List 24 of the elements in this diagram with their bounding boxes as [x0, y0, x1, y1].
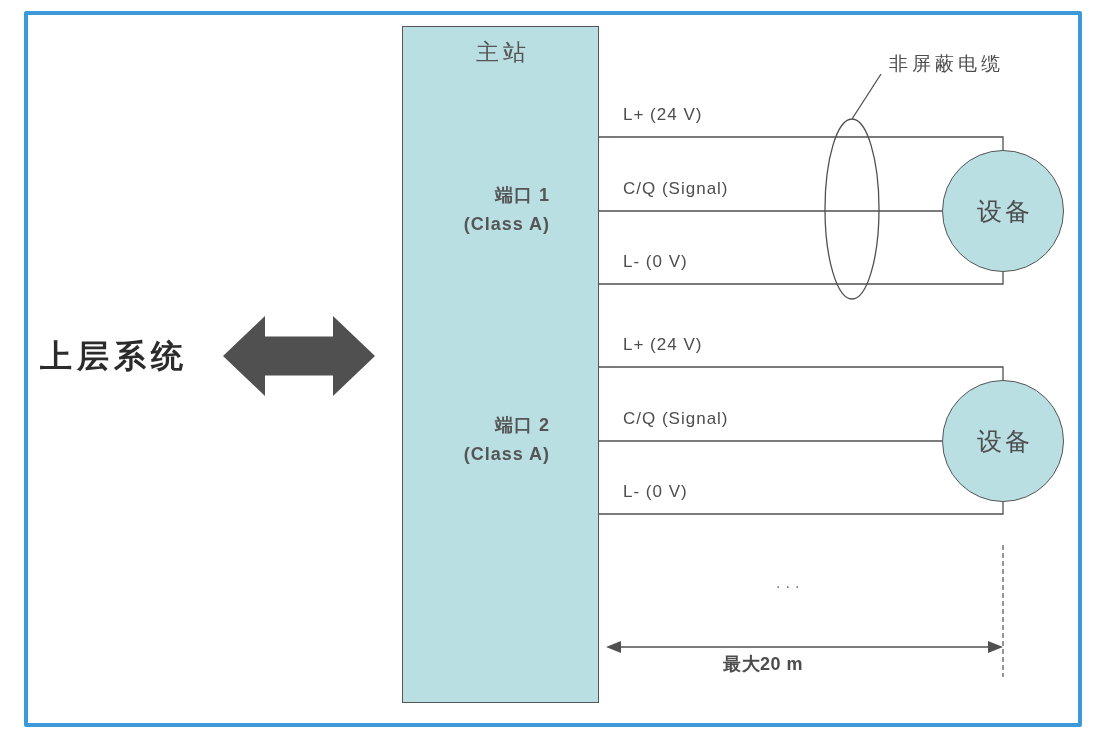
cable-label: 非屏蔽电缆: [889, 50, 1004, 78]
wire-label: L+ (24 V): [623, 334, 703, 356]
wire: [598, 271, 1004, 285]
device-circle: 设备: [942, 380, 1064, 502]
wire: [598, 440, 943, 442]
wire: [598, 210, 943, 212]
master-box: [402, 26, 599, 703]
port-label: 端口 1 (Class A): [462, 184, 550, 236]
wire: [598, 136, 1004, 151]
wire-label: L- (0 V): [623, 481, 688, 503]
wire-label: C/Q (Signal): [623, 178, 729, 200]
wire-label: L+ (24 V): [623, 104, 703, 126]
box-title: 主站: [474, 38, 530, 67]
dimension-label: 最大20 m: [723, 653, 804, 676]
ellipsis-label: ...: [776, 573, 805, 593]
wire: [598, 501, 1004, 515]
callout-ring: [824, 73, 882, 300]
port-label: 端口 2 (Class A): [462, 414, 550, 466]
wire-label: L- (0 V): [623, 251, 688, 273]
system-label: 上层系统: [40, 336, 188, 376]
device-circle: 设备: [942, 150, 1064, 272]
wire-label: C/Q (Signal): [623, 408, 729, 430]
wire: [598, 366, 1004, 381]
block-arrow: [223, 316, 375, 396]
